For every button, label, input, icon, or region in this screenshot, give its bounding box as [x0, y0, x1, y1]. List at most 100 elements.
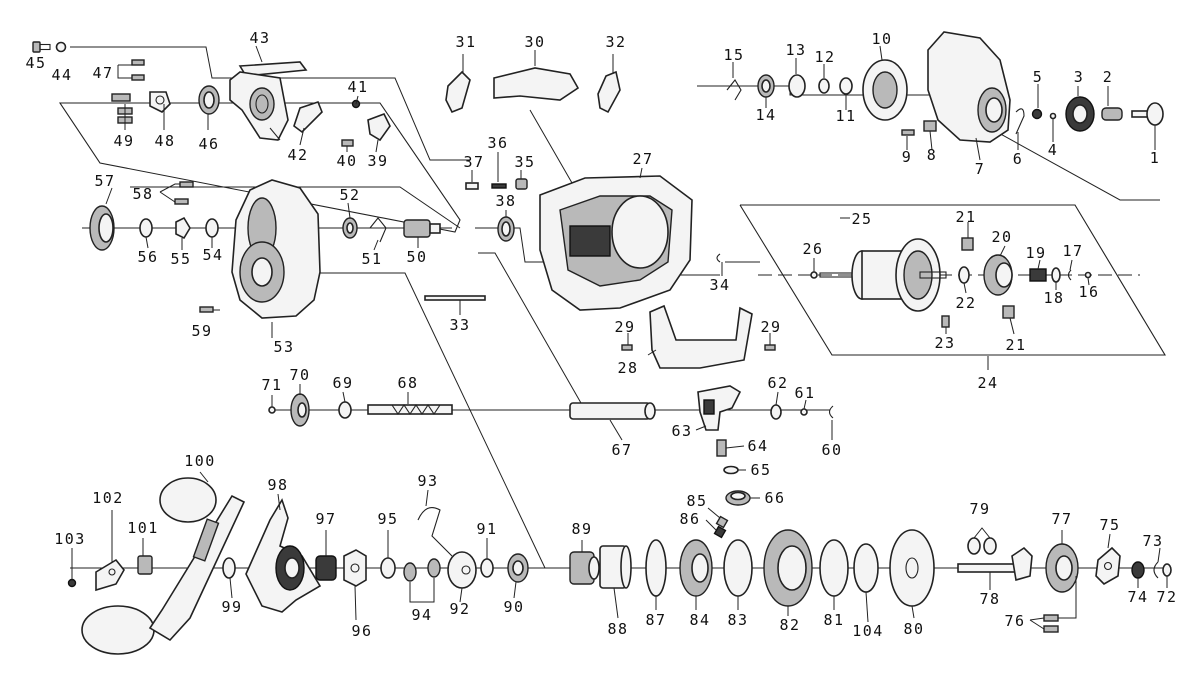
- label-part-27: 27: [632, 150, 653, 168]
- label-part-94: 94: [411, 606, 432, 624]
- label-part-34: 34: [709, 276, 730, 294]
- star-drag-3: [1065, 96, 1095, 132]
- label-part-61: 61: [794, 384, 815, 402]
- label-part-70: 70: [289, 366, 310, 384]
- label-part-56: 56: [137, 248, 158, 266]
- label-part-83: 83: [727, 611, 748, 629]
- part-48: [149, 91, 171, 113]
- label-part-79: 79: [969, 500, 990, 518]
- washer-65: [723, 465, 739, 475]
- axis-side-cover-upper: [130, 186, 461, 229]
- label-part-21a: 21: [955, 208, 976, 226]
- label-part-95: 95: [377, 510, 398, 528]
- clip-60: [828, 405, 834, 419]
- screw-76a: [1043, 614, 1059, 622]
- screw-29b: [764, 344, 776, 351]
- washer-83: [723, 539, 753, 597]
- label-part-31: 31: [455, 33, 476, 51]
- label-part-26: 26: [802, 240, 823, 258]
- label-part-30: 30: [524, 33, 545, 51]
- washer-99: [222, 557, 236, 579]
- label-part-15: 15: [723, 46, 744, 64]
- label-part-37: 37: [463, 153, 484, 171]
- label-part-90: 90: [503, 598, 524, 616]
- washer-22: [958, 266, 970, 284]
- nut-101: [137, 555, 153, 575]
- label-part-38: 38: [495, 192, 516, 210]
- label-part-88: 88: [607, 620, 628, 638]
- bushing-62: [770, 404, 782, 420]
- washer-91: [480, 558, 494, 578]
- label-part-78: 78: [979, 590, 1000, 608]
- brake-ring-46: [198, 85, 220, 115]
- screw-45: [32, 41, 51, 53]
- part-26: [810, 271, 818, 279]
- label-part-76: 76: [1004, 612, 1025, 630]
- label-part-87: 87: [645, 611, 666, 629]
- washer-104: [853, 543, 879, 593]
- label-part-60: 60: [821, 441, 842, 459]
- bearing-14: [757, 74, 775, 98]
- clutch-92: [447, 551, 477, 589]
- ring-13: [788, 74, 806, 98]
- label-part-99: 99: [221, 598, 242, 616]
- plate-102: [95, 558, 125, 592]
- label-part-8: 8: [927, 146, 938, 164]
- clip-73: [1153, 561, 1159, 579]
- bushing-69: [338, 401, 352, 419]
- screw-76b: [1043, 625, 1059, 633]
- collar-35: [515, 178, 528, 190]
- plate-75: [1095, 546, 1121, 585]
- block-21b: [1002, 305, 1015, 319]
- screw-9: [901, 129, 915, 136]
- label-part-7: 7: [975, 160, 986, 178]
- label-part-68: 68: [397, 374, 418, 392]
- parts: [32, 31, 1172, 655]
- label-part-22: 22: [955, 294, 976, 312]
- washer-11: [839, 77, 853, 95]
- label-part-35: 35: [514, 153, 535, 171]
- spring-97: [315, 555, 337, 581]
- screw-47b: [131, 74, 145, 81]
- label-part-73: 73: [1142, 532, 1163, 550]
- label-part-24: 24: [977, 374, 998, 392]
- spool-25: [819, 238, 947, 312]
- label-part-57: 57: [94, 172, 115, 190]
- label-part-66: 66: [764, 489, 785, 507]
- washer-94a: [403, 562, 417, 582]
- label-part-23: 23: [934, 334, 955, 352]
- label-part-45: 45: [25, 54, 46, 72]
- part-64: [716, 439, 727, 457]
- label-part-20: 20: [991, 228, 1012, 246]
- label-part-72: 72: [1156, 588, 1177, 606]
- label-part-39: 39: [367, 152, 388, 170]
- gear-70: [290, 393, 310, 427]
- label-part-62: 62: [767, 374, 788, 392]
- label-part-33: 33: [449, 316, 470, 334]
- label-part-53: 53: [273, 338, 294, 356]
- label-part-3: 3: [1074, 68, 1085, 86]
- brake-assembly-43: [229, 61, 308, 141]
- washer-56: [139, 218, 153, 238]
- part-86-85: [713, 515, 729, 539]
- label-part-71: 71: [261, 376, 282, 394]
- gear-77: [1045, 543, 1079, 593]
- side-plate-7: [927, 31, 1011, 143]
- pin-37: [465, 182, 479, 190]
- shaft-78: [957, 546, 1033, 582]
- gear-10: [862, 59, 908, 121]
- washer-72: [1162, 563, 1172, 577]
- ratchet-80: [889, 529, 935, 607]
- label-part-89: 89: [571, 520, 592, 538]
- nut-96: [343, 549, 367, 587]
- label-part-21b: 21: [1005, 336, 1026, 354]
- label-part-25: 25: [851, 210, 872, 228]
- label-part-54: 54: [202, 246, 223, 264]
- line-guide-63: [697, 385, 742, 431]
- label-part-13: 13: [785, 41, 806, 59]
- label-part-86: 86: [679, 510, 700, 528]
- label-part-47: 47: [92, 64, 113, 82]
- label-part-16: 16: [1078, 283, 1099, 301]
- clip-15: [726, 79, 742, 101]
- label-part-52: 52: [339, 186, 360, 204]
